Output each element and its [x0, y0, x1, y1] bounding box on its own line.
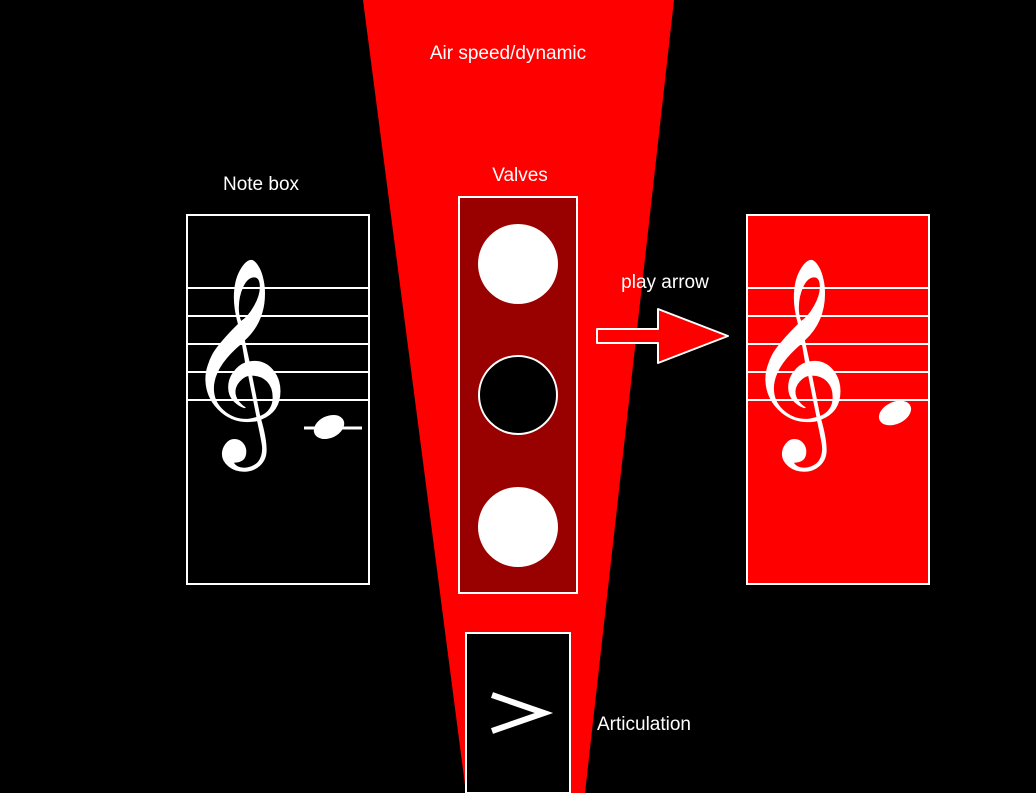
played-note-box: 𝄞 [744, 214, 930, 585]
accent-icon [491, 692, 554, 734]
valve-3-button[interactable] [478, 487, 558, 567]
play-arrow-icon[interactable] [596, 308, 729, 364]
articulation-box-frame [465, 632, 571, 793]
note-head [313, 414, 345, 440]
valve-2-button[interactable] [478, 355, 558, 435]
note-head [878, 400, 912, 426]
air-speed-label: Air speed/dynamic [430, 43, 586, 64]
articulation-box[interactable] [465, 632, 571, 793]
treble-clef-icon: 𝄞 [184, 255, 289, 472]
valves-label: Valves [492, 165, 548, 186]
treble-clef-icon: 𝄞 [744, 255, 849, 472]
play-arrow-label: play arrow [621, 272, 709, 293]
valve-1-button[interactable] [478, 224, 558, 304]
valves-panel [458, 196, 578, 594]
note-box[interactable]: 𝄞 [184, 214, 370, 585]
articulation-label: Articulation [597, 714, 691, 735]
note-box-label: Note box [223, 174, 300, 195]
